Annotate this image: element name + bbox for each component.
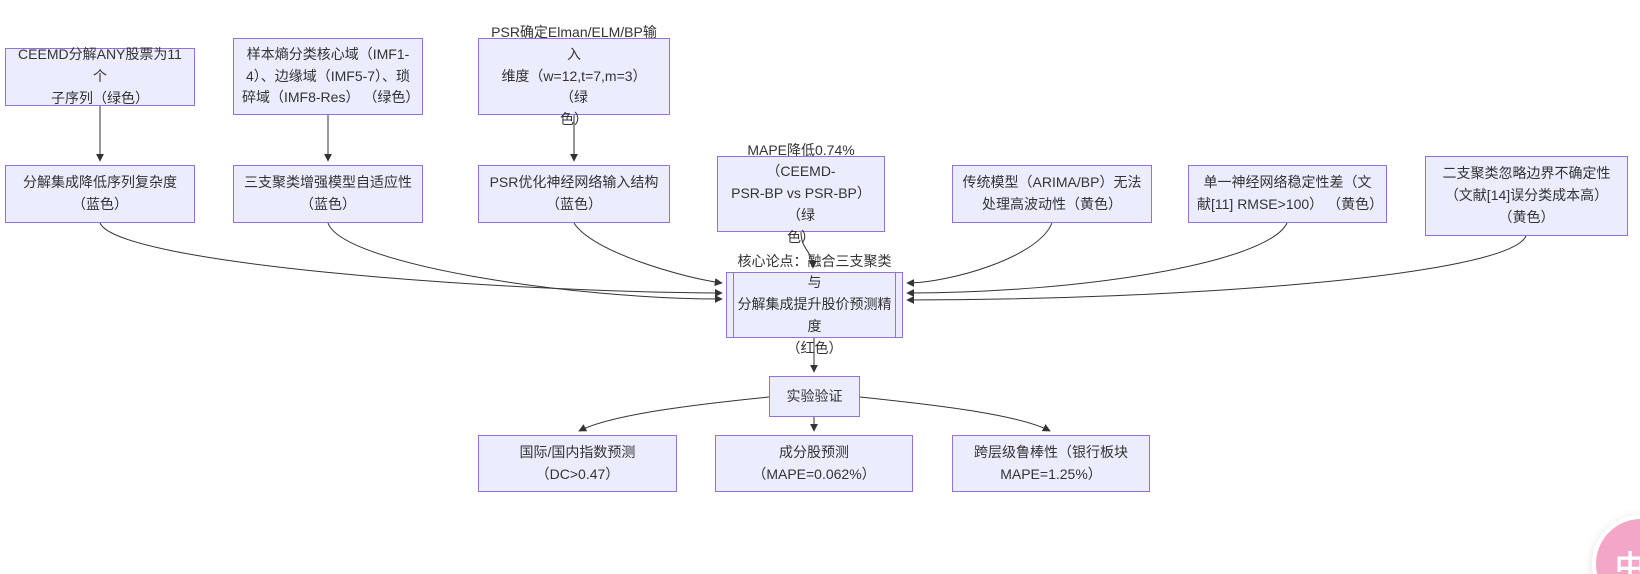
node-stock-prediction: 成分股预测 （MAPE=0.062%） xyxy=(715,435,913,492)
node-threeway-benefit: 三支聚类增强模型自适应性 （蓝色） xyxy=(233,165,423,223)
edge-single-nn-to-core xyxy=(906,222,1288,297)
node-index-prediction: 国际/国内指数预测 （DC>0.47） xyxy=(478,435,677,492)
translate-badge-label: 中A xyxy=(1615,551,1640,574)
edge-validation-to-index xyxy=(578,396,770,432)
node-single-nn-limitation: 单一神经网络稳定性差（文 献[11] RMSE>100） （黄色） xyxy=(1188,165,1387,223)
node-twoway-limitation: 二支聚类忽略边界不确定性 （文献[14]误分类成本高） （黄色） xyxy=(1425,156,1628,236)
edge-decompose-to-core xyxy=(99,222,723,297)
node-experiment-validation: 实验验证 xyxy=(769,376,860,417)
edge-twoway-to-core xyxy=(906,235,1527,304)
edge-traditional-to-core xyxy=(906,222,1053,287)
node-psr-structure-benefit: PSR优化神经网络输入结构 （蓝色） xyxy=(478,165,670,223)
node-ceemd-decompose: CEEMD分解ANY股票为11个 子序列（绿色） xyxy=(5,46,195,106)
node-robustness: 跨层级鲁棒性（银行板块 MAPE=1.25%） xyxy=(952,435,1150,492)
node-mape-improvement: MAPE降低0.74%（CEEMD- PSR-BP vs PSR-BP） （绿 … xyxy=(717,142,885,245)
node-sample-entropy-classes: 样本熵分类核心域（IMF1- 4）、边缘域（IMF5-7）、琐 碎域（IMF8-… xyxy=(233,38,423,115)
node-decompose-benefit: 分解集成降低序列复杂度 （蓝色） xyxy=(5,165,195,223)
edge-validation-to-robust xyxy=(859,396,1051,432)
edge-threeway-to-core xyxy=(327,222,723,303)
node-core-thesis: 核心论点：融合三支聚类与 分解集成提升股价预测精度 （红色） xyxy=(726,253,903,356)
node-psr-input-dimension: PSR确定Elman/ELM/BP输入 维度（w=12,t=7,m=3） （绿 … xyxy=(478,24,670,127)
node-traditional-limitation: 传统模型（ARIMA/BP）无法 处理高波动性（黄色） xyxy=(952,165,1152,223)
edge-psr-opt-to-core xyxy=(573,222,723,287)
translate-badge[interactable]: 中A xyxy=(1592,515,1640,574)
